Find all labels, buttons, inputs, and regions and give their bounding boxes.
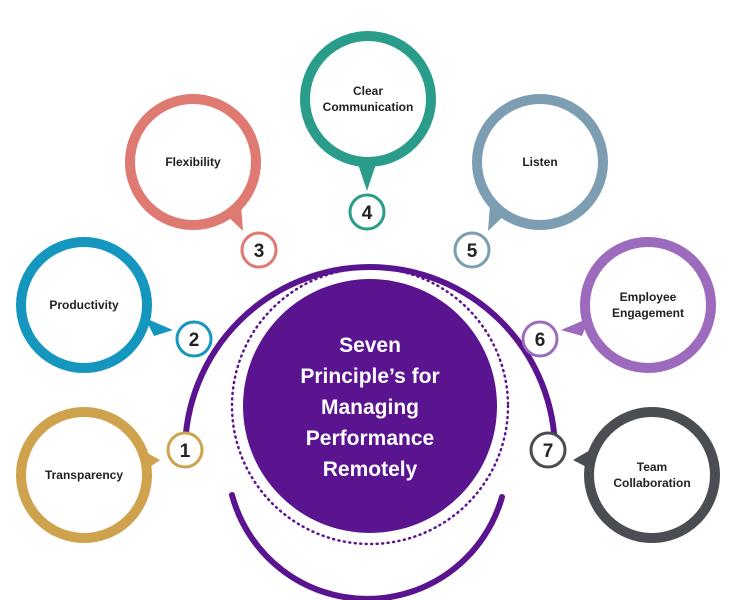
speech-bubble-icon — [16, 407, 152, 543]
principle-label: Listen — [522, 155, 557, 169]
principle-2: Productivity 2 — [16, 237, 213, 373]
badge-number: 4 — [362, 203, 373, 224]
bubble-tail — [357, 161, 377, 191]
badge-number: 3 — [254, 241, 265, 262]
principle-1: Transparency 1 — [16, 407, 204, 543]
speech-bubble-icon — [584, 407, 720, 543]
center-title-line: Managing — [321, 396, 419, 419]
center-title-line: Seven — [339, 334, 401, 357]
principle-3: Flexibility 3 — [125, 94, 278, 269]
bubble-tail — [145, 318, 173, 336]
number-badge — [453, 231, 491, 269]
bubble-tail — [561, 318, 589, 336]
principle-label: Flexibility — [165, 155, 221, 169]
badge-number: 1 — [180, 441, 191, 462]
principle-label: Transparency — [45, 468, 123, 482]
dotted-ring — [230, 266, 510, 546]
center-circle — [243, 279, 497, 533]
speech-bubble-icon — [472, 94, 608, 230]
badge-number: 5 — [467, 241, 478, 262]
speech-bubble-icon — [16, 237, 152, 373]
number-badge — [348, 193, 386, 231]
principle-label: Team — [637, 460, 667, 474]
principles-layer: Transparency 1 Productivity 2 Flexibility 3 Cl… — [16, 31, 720, 543]
center-title-line: Principle’s for — [300, 365, 439, 388]
center-title-line: Remotely — [323, 458, 418, 481]
speech-bubble-icon — [125, 94, 261, 230]
bottom-arc — [229, 492, 505, 600]
number-badge — [166, 431, 204, 469]
speech-bubble-icon — [300, 31, 436, 167]
number-badge — [240, 231, 278, 269]
principle-label: Clear — [353, 84, 383, 98]
number-badge — [175, 320, 213, 358]
badge-number: 6 — [535, 330, 546, 351]
principle-label: Communication — [323, 100, 414, 114]
principle-label: Engagement — [612, 306, 684, 320]
principle-label: Productivity — [49, 298, 119, 312]
principle-label: Employee — [620, 290, 677, 304]
speech-bubble-icon — [580, 237, 716, 373]
badge-number: 2 — [189, 330, 200, 351]
number-badge — [529, 431, 567, 469]
number-badge — [521, 320, 559, 358]
principle-label: Collaboration — [613, 476, 690, 490]
badge-number: 7 — [543, 441, 554, 462]
center-title-line: Performance — [306, 427, 434, 450]
center-title: Seven Principle’s for Managing Performan… — [300, 334, 439, 481]
principle-5: Listen 5 — [453, 94, 608, 269]
